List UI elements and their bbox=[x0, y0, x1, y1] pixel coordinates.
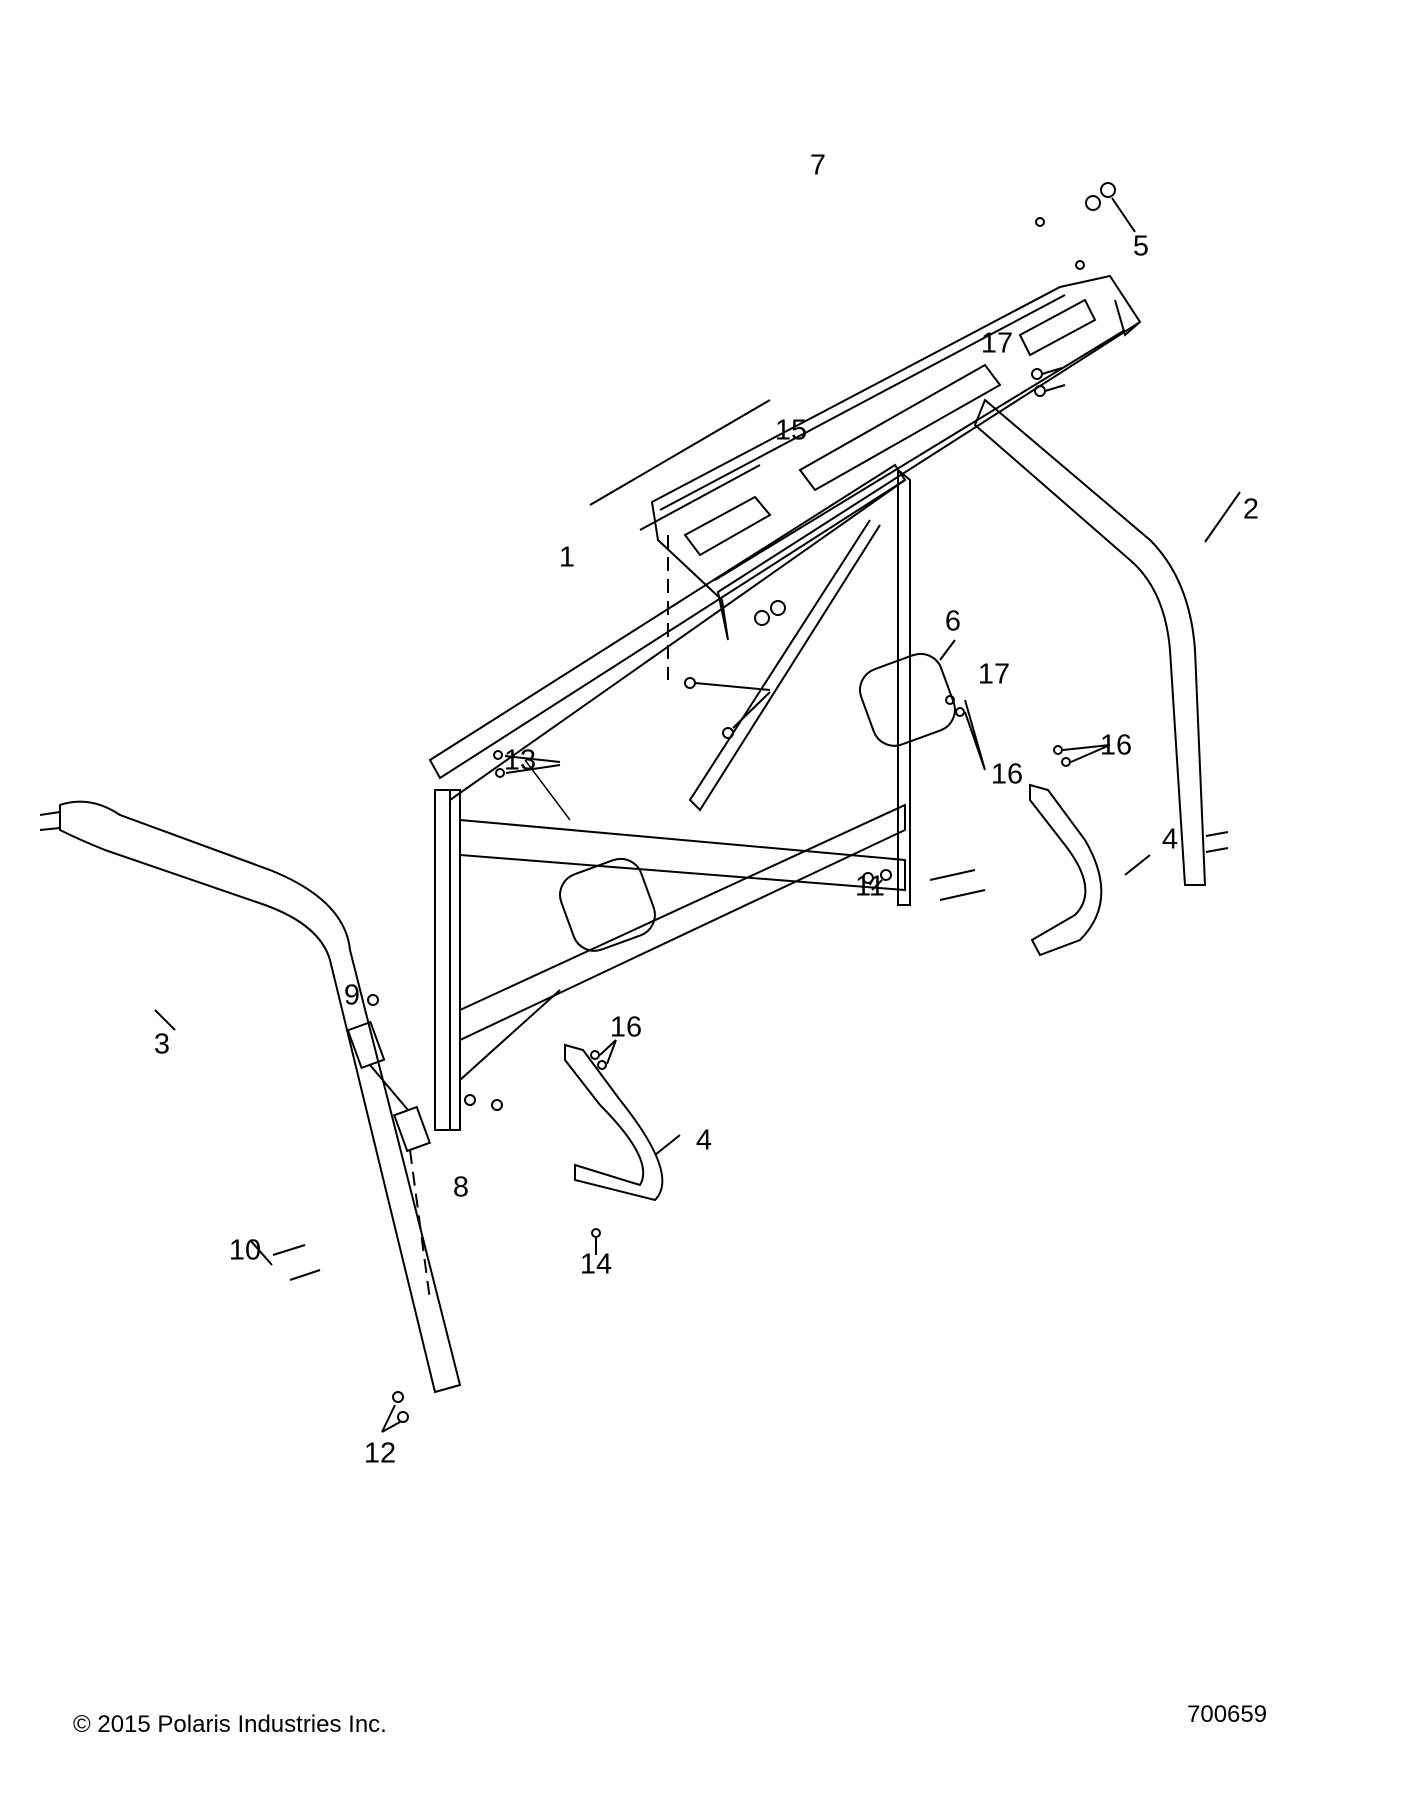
callout-16: 16 bbox=[1099, 729, 1133, 762]
callout-8: 8 bbox=[452, 1171, 470, 1204]
callout-13: 13 bbox=[503, 744, 537, 777]
callout-4: 4 bbox=[695, 1124, 713, 1157]
callout-1: 1 bbox=[558, 541, 576, 574]
callout-16: 16 bbox=[609, 1011, 643, 1044]
callout-11: 11 bbox=[854, 870, 886, 903]
cab-frame-part-1 bbox=[428, 399, 911, 1131]
bolts-part-15 bbox=[667, 535, 771, 739]
grab-handles-part-4 bbox=[564, 783, 1151, 1202]
headrest-part-6 bbox=[559, 639, 956, 952]
callout-15: 15 bbox=[774, 414, 808, 447]
left-pillar-part-3 bbox=[39, 800, 462, 1394]
callout-12: 12 bbox=[363, 1437, 397, 1470]
copyright-text: © 2015 Polaris Industries Inc. bbox=[73, 1711, 387, 1738]
roof-panel-part-7 bbox=[650, 274, 1142, 641]
callout-17: 17 bbox=[980, 327, 1014, 360]
fasteners bbox=[249, 695, 1111, 1433]
strut-parts-8-9 bbox=[346, 994, 432, 1301]
callout-7: 7 bbox=[809, 149, 827, 182]
callout-5: 5 bbox=[1132, 230, 1150, 263]
right-pillar-part-2 bbox=[973, 367, 1241, 886]
callout-17: 17 bbox=[977, 658, 1011, 691]
callout-3: 3 bbox=[153, 1028, 171, 1061]
callout-2: 2 bbox=[1242, 493, 1260, 526]
callout-16: 16 bbox=[990, 758, 1024, 791]
callout-6: 6 bbox=[944, 605, 962, 638]
callout-9: 9 bbox=[343, 979, 361, 1012]
callout-14: 14 bbox=[579, 1248, 613, 1281]
nuts-part-5 bbox=[754, 182, 1136, 626]
callout-10: 10 bbox=[228, 1234, 262, 1267]
diagram-number: 700659 bbox=[1187, 1701, 1268, 1728]
callout-4: 4 bbox=[1161, 823, 1179, 856]
